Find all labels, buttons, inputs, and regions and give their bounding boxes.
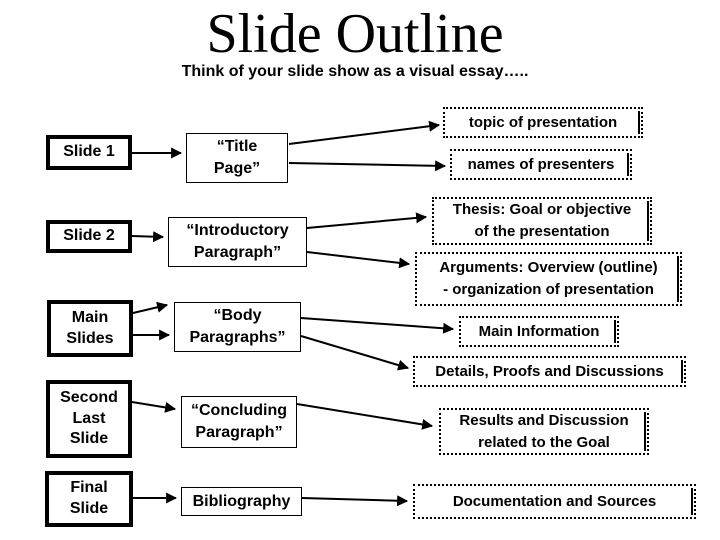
note-box-label: Results and Discussion related to the Go… — [459, 411, 629, 451]
slide-box-slide-2: Slide 2 — [46, 220, 132, 253]
arrow-body-to-details — [300, 335, 410, 371]
arrow-slide2-to-introductory — [131, 231, 165, 243]
note-box-arguments: Arguments: Overview (outline) - organiza… — [415, 252, 682, 306]
note-box-names-of-presenters: names of presenters — [450, 149, 632, 180]
arrow-introductory-to-thesis — [306, 212, 428, 229]
arrow-concluding-to-results — [296, 403, 434, 430]
part-box-bibliography: Bibliography — [181, 487, 302, 516]
slide-box-label: Second Last Slide — [60, 388, 118, 448]
note-box-label: Main Information — [478, 322, 600, 340]
note-box-topic-of-presentation: topic of presentation — [443, 107, 643, 138]
arrow-body-to-maininfo — [300, 317, 455, 334]
slide-box-main-slides: Main Slides — [47, 300, 133, 357]
note-box-label: Thesis: Goal or objective of the present… — [452, 201, 632, 240]
slide-box-slide-1: Slide 1 — [46, 135, 132, 170]
slide-box-label: Slide 1 — [63, 143, 115, 161]
part-box-label: “Body Paragraphs” — [189, 307, 286, 346]
note-box-documentation-and-sources: Documentation and Sources — [413, 484, 696, 519]
slide-box-label: Final Slide — [69, 479, 109, 517]
page-title: Slide Outline — [206, 3, 504, 65]
part-box-body-paragraphs: “Body Paragraphs” — [174, 302, 301, 352]
slide-box-final-slide: Final Slide — [45, 471, 133, 527]
arrow-bibliography-to-docs — [301, 495, 409, 507]
page-subtitle: Think of your slide show as a visual ess… — [181, 63, 529, 80]
note-box-results-and-discussion: Results and Discussion related to the Go… — [439, 408, 649, 455]
part-box-label: “Title Page” — [213, 138, 261, 177]
note-box-thesis: Thesis: Goal or objective of the present… — [432, 197, 652, 245]
part-box-title-page: “Title Page” — [186, 133, 288, 183]
arrow-titlepage-to-names — [288, 160, 447, 172]
note-box-label: names of presenters — [467, 155, 615, 173]
part-box-introductory-paragraph: “Introductory Paragraph” — [168, 217, 307, 267]
note-box-main-information: Main Information — [459, 316, 619, 347]
part-box-label: “Concluding Paragraph” — [191, 402, 287, 441]
note-box-label: Arguments: Overview (outline) - organiza… — [439, 259, 658, 298]
note-box-label: topic of presentation — [468, 113, 618, 131]
slide-box-second-last-slide: Second Last Slide — [46, 380, 132, 458]
note-box-label: Details, Proofs and Discussions — [435, 362, 664, 380]
arrow-secondlast-to-concluding — [131, 401, 177, 413]
arrow-titlepage-to-topic — [288, 120, 441, 145]
slide-box-label: Slide 2 — [63, 227, 115, 245]
slide-header: Slide Outline Think of your slide show a… — [0, 6, 710, 81]
slide-box-label: Main Slides — [66, 308, 114, 347]
part-box-label: Bibliography — [192, 492, 291, 510]
part-box-concluding-paragraph: “Concluding Paragraph” — [181, 396, 297, 448]
arrow-mainslides-to-body-upper — [132, 301, 169, 314]
arrow-introductory-to-arguments — [306, 251, 411, 269]
part-box-label: “Introductory Paragraph” — [186, 222, 289, 261]
note-box-label: Documentation and Sources — [452, 492, 657, 510]
note-box-details-proofs-discussions: Details, Proofs and Discussions — [413, 356, 686, 387]
